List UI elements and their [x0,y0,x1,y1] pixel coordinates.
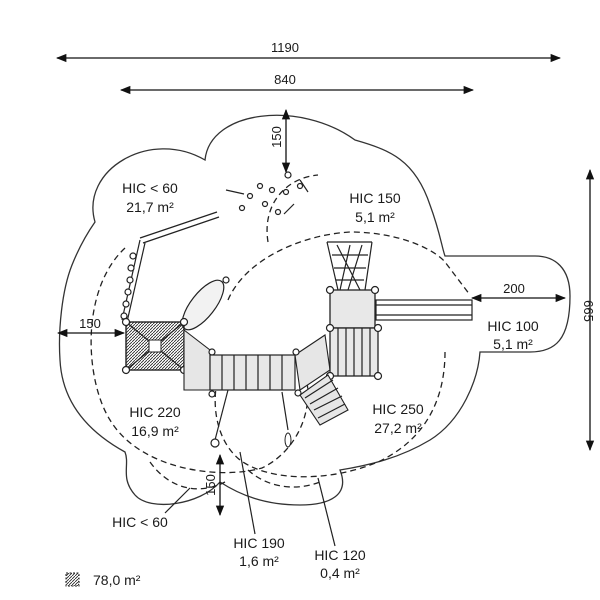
zone-area: 21,7 m² [126,199,174,215]
hatched-square-icon [65,572,80,587]
bridge [209,354,296,391]
zone-area: 1,6 m² [239,553,279,569]
zone-title: HIC < 60 [122,180,178,196]
slide-clearance-label: 200 [503,281,525,296]
zone-area: 27,2 m² [374,420,422,436]
left-clearance-dimension: 150 [56,316,126,338]
climbing-holds [225,171,309,216]
climbing-ladder [120,211,220,323]
zone-title: HIC < 60 [112,514,168,530]
inner-width-label: 840 [274,72,296,87]
zone-title: HIC 220 [129,404,181,420]
step-ramp [299,374,349,426]
zone-area: 5,1 m² [493,336,533,352]
zone-title: HIC 250 [372,401,424,417]
total-depth-dimension: 665 [581,168,596,452]
left-tower [121,317,189,375]
top-clearance-dimension: 150 [269,108,291,174]
zone-hic190: HIC 190 1,6 m² [233,451,285,569]
area-legend: 78,0 m² [65,572,141,588]
zone-hic60-bottom: HIC < 60 [112,487,191,530]
inner-width-dimension: 840 [119,72,475,95]
zone-area: 0,4 m² [320,565,360,581]
total-width-label: 1190 [271,40,299,55]
zone-hic100: HIC 100 5,1 m² [487,318,539,352]
zone-hic120: HIC 120 0,4 m² [314,477,366,581]
hic220-zone-boundary [90,247,309,474]
zone-hic60-top: HIC < 60 21,7 m² [122,180,178,215]
spring-rockers [210,389,292,448]
total-depth-label: 665 [581,300,596,322]
slide-clearance-dimension: 200 [470,281,567,303]
zone-title: HIC 190 [233,535,285,551]
bottom-clearance-label: 150 [203,474,218,496]
zone-area: 5,1 m² [355,209,395,225]
total-width-dimension: 1190 [55,40,562,63]
total-area-label: 78,0 m² [93,572,141,588]
safety-area-outline [58,114,571,506]
hic150-zone-boundary [266,174,319,243]
zone-area: 16,9 m² [131,423,179,439]
climbing-net [326,241,373,291]
top-clearance-label: 150 [269,126,284,148]
play-equipment [120,171,473,448]
zone-hic220: HIC 220 16,9 m² [129,404,181,439]
hic60-bottom-boundary [149,461,321,490]
bottom-clearance-dimension: 150 [203,453,225,517]
zone-title: HIC 100 [487,318,539,334]
zone-title: HIC 120 [314,547,366,563]
left-clearance-label: 150 [79,316,101,331]
left-ramp [183,328,211,391]
slide [375,299,473,321]
zone-hic250: HIC 250 27,2 m² [372,401,424,436]
right-tower [325,285,383,381]
zone-title: HIC 150 [349,190,401,206]
zone-hic150: HIC 150 5,1 m² [349,190,401,225]
hic250-zone-boundary [214,231,471,478]
